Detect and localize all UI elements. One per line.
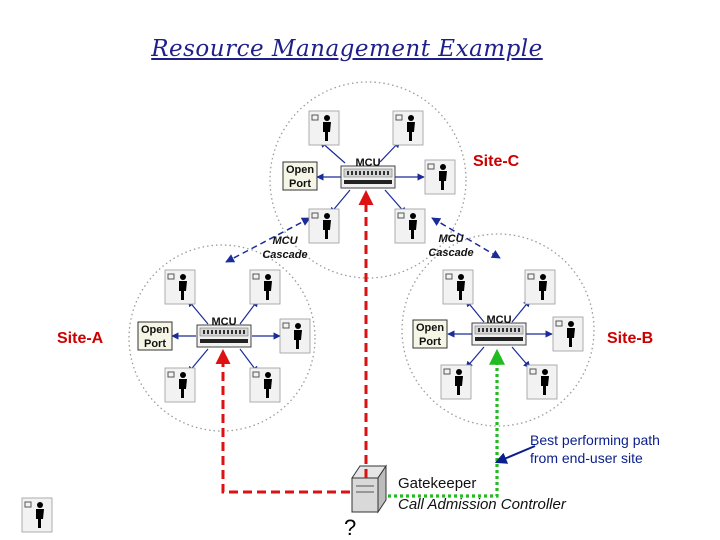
cascade-line-1: MCU (438, 233, 464, 245)
cascade-line-2: Cascade (428, 247, 474, 259)
site-c-cloud (269, 81, 467, 279)
best-path-note: Best performing path from end-user site (530, 431, 660, 467)
site-a-user-icon (249, 269, 281, 305)
open-port-line-2: Port (419, 336, 441, 348)
site-b-mcu-label: MCU (486, 314, 512, 326)
site-b-open-port-label: Open Port (413, 321, 447, 349)
site-b-user-icon (552, 316, 584, 352)
site-c-user-icon (424, 159, 456, 195)
mcu-cascade-label-left: MCU Cascade (255, 234, 315, 262)
mcu-cascade-links (225, 217, 501, 263)
site-a-user-icon (279, 318, 311, 354)
open-port-line-1: Open (140, 324, 170, 336)
site-c-label: Site-C (473, 153, 520, 170)
call-admission-controller-label: Call Admission Controller (398, 496, 566, 513)
red-path-site-a (215, 349, 350, 494)
site-c-user-icon (308, 110, 340, 146)
site-a-user-icon (249, 367, 281, 403)
site-a-user-icon (164, 269, 196, 305)
site-a-label: Site-A (57, 330, 104, 347)
open-port-line-1: Open (285, 164, 315, 176)
note-arrow (494, 445, 536, 464)
site-a-mcu-label: MCU (211, 316, 237, 328)
site-c-user-icon (392, 110, 424, 146)
open-port-line-1: Open (415, 322, 445, 334)
site-b-user-icon (526, 364, 558, 400)
best-path-note-line-2: from end-user site (530, 450, 643, 466)
site-b-user-icon (440, 364, 472, 400)
cascade-line-1: MCU (272, 235, 298, 247)
end-user-icon (21, 497, 53, 533)
open-port-line-2: Port (289, 178, 311, 190)
site-a-open-port-label: Open Port (138, 323, 172, 351)
cascade-line-2: Cascade (262, 249, 308, 261)
site-a-user-icon (164, 367, 196, 403)
green-best-path (388, 348, 505, 498)
slide-title: Resource Management Example (151, 36, 543, 62)
site-b-user-icon (524, 269, 556, 305)
site-b-cloud (401, 233, 595, 427)
open-port-line-2: Port (144, 338, 166, 350)
site-c-mcu-label: MCU (355, 157, 381, 169)
site-c-open-port-label: Open Port (283, 163, 317, 191)
site-b-label: Site-B (607, 330, 654, 347)
site-b-user-icon (442, 269, 474, 305)
gatekeeper-server-icon (351, 464, 387, 514)
site-a-cloud (128, 244, 316, 432)
question-mark: ? (344, 515, 357, 540)
gatekeeper-label: Gatekeeper (398, 475, 477, 492)
best-path-note-line-1: Best performing path (530, 432, 660, 448)
mcu-cascade-label-right: MCU Cascade (421, 232, 481, 260)
